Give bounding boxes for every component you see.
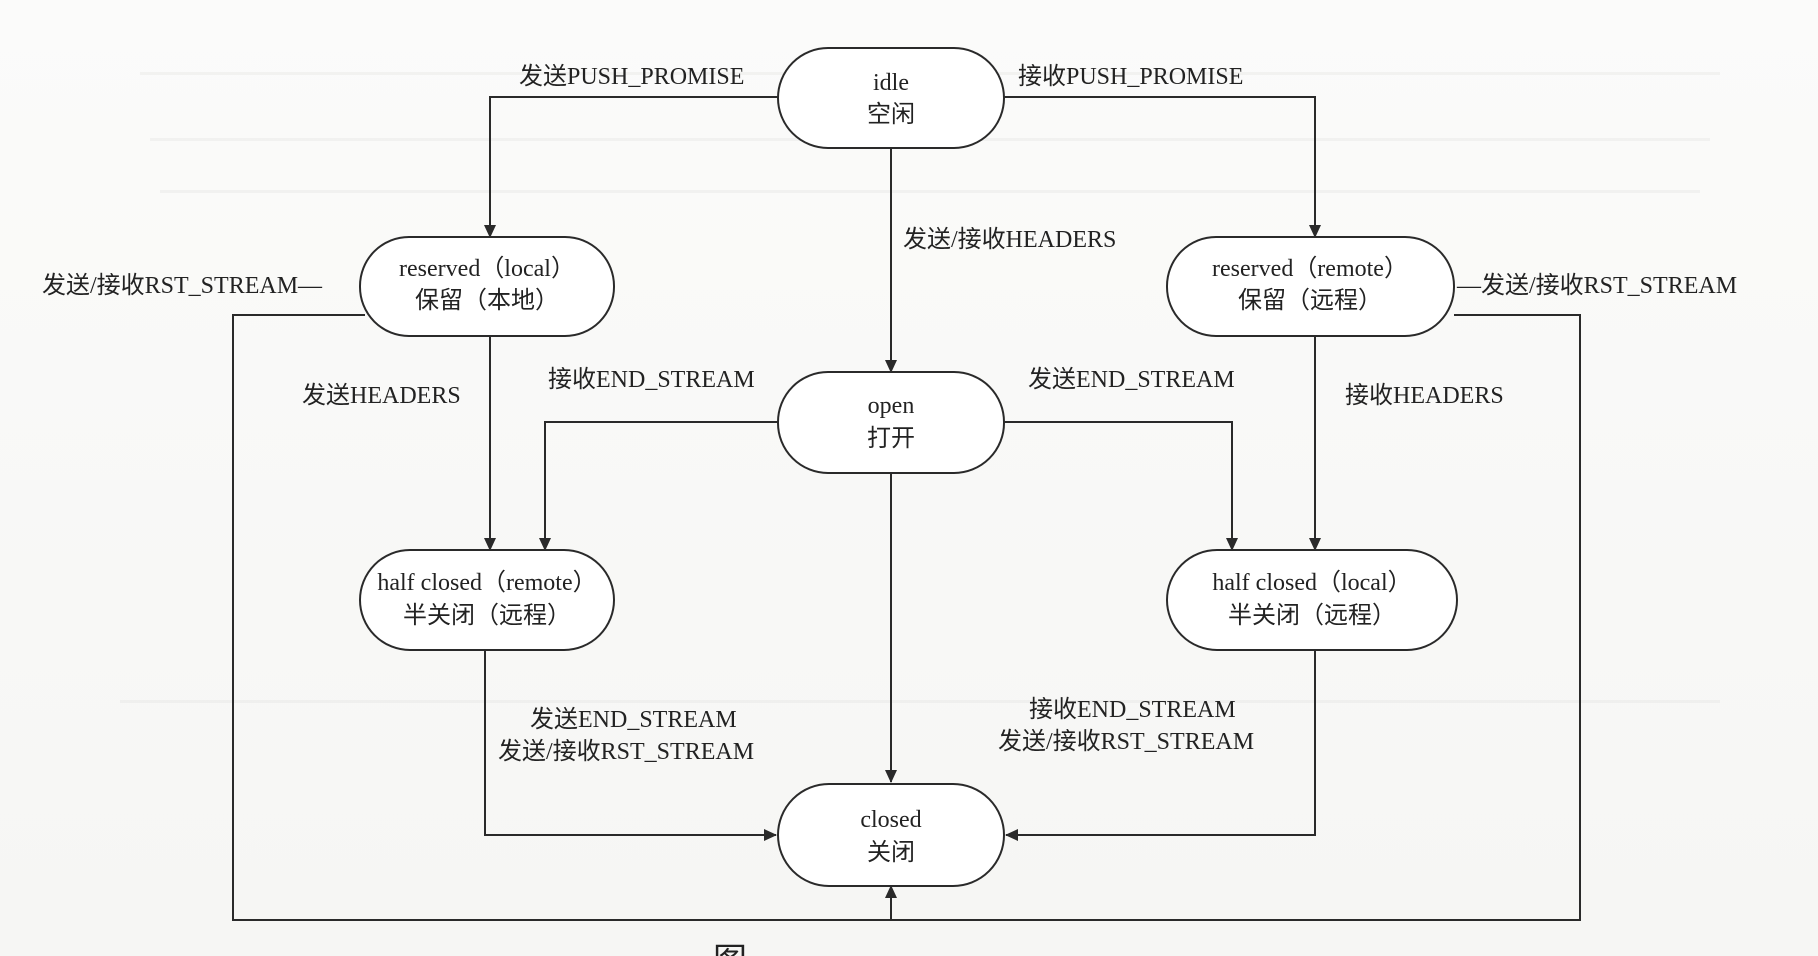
state-closed-label: closed (860, 807, 921, 833)
edge-labels: 发送PUSH_PROMISE 接收PUSH_PROMISE 发送/接收HEADE… (42, 63, 1737, 765)
edge-label-hcr-rst-stream: 发送/接收RST_STREAM (498, 738, 754, 765)
edge-label-send-push-promise: 发送PUSH_PROMISE (519, 63, 744, 90)
edge-label-recv-push-promise: 接收PUSH_PROMISE (1018, 63, 1243, 90)
state-reserved-remote-sublabel: 保留（远程） (1238, 287, 1382, 314)
state-open-label: open (868, 393, 915, 419)
edge-reserved-local-rst-to-closed (232, 314, 897, 921)
edge-label-recv-headers: 接收HEADERS (1345, 382, 1504, 409)
state-half-closed-local: half closed（local） 半关闭（远程） (1166, 549, 1458, 651)
state-open: open 打开 (777, 371, 1005, 474)
edge-label-rst-left: 发送/接收RST_STREAM— (42, 272, 323, 299)
edge-open-to-half-closed-remote (539, 421, 778, 551)
edges (232, 96, 1581, 921)
edge-idle-to-reserved-remote (1004, 96, 1321, 238)
state-half-closed-remote: half closed（remote） 半关闭（远程） (359, 549, 615, 651)
edge-label-send-headers: 发送HEADERS (302, 382, 461, 409)
edge-label-hcr-send-end-stream: 发送END_STREAM (530, 706, 737, 733)
state-reserved-remote-label: reserved（remote） (1212, 256, 1408, 282)
edge-label-hcl-recv-end-stream: 接收END_STREAM (1029, 696, 1236, 723)
state-closed: closed 关闭 (777, 783, 1005, 887)
state-idle-sublabel: 空闲 (867, 101, 915, 128)
state-reserved-local-sublabel: 保留（本地） (415, 287, 559, 314)
state-reserved-remote: reserved（remote） 保留（远程） (1166, 236, 1455, 337)
edge-open-to-half-closed-local (1004, 421, 1238, 551)
edge-label-rst-right: —发送/接收RST_STREAM (1456, 272, 1737, 299)
edge-label-recv-end-stream: 接收END_STREAM (548, 366, 755, 393)
state-open-sublabel: 打开 (867, 425, 915, 452)
edge-reserved-remote-rst-to-closed (891, 314, 1581, 921)
state-half-closed-local-label: half closed（local） (1212, 570, 1411, 596)
state-idle: idle 空闲 (777, 47, 1005, 149)
edge-half-closed-remote-to-closed (484, 650, 777, 841)
bleed-through-line (120, 700, 1720, 703)
figure-caption: 图 (713, 943, 747, 956)
edge-label-hcl-rst-stream: 发送/接收RST_STREAM (998, 728, 1254, 755)
state-half-closed-remote-sublabel: 半关闭（远程） (403, 602, 571, 629)
edge-idle-to-reserved-local (484, 96, 778, 238)
edge-half-closed-local-to-closed (1005, 650, 1316, 841)
edge-label-send-end-stream: 发送END_STREAM (1028, 366, 1235, 393)
state-half-closed-local-sublabel: 半关闭（远程） (1228, 602, 1396, 629)
bleed-through-line (160, 190, 1700, 193)
state-closed-sublabel: 关闭 (867, 839, 915, 866)
state-reserved-local-label: reserved（local） (399, 256, 575, 282)
state-reserved-local: reserved（local） 保留（本地） (359, 236, 615, 337)
edge-label-send-recv-headers: 发送/接收HEADERS (903, 226, 1116, 253)
state-idle-label: idle (873, 70, 909, 96)
state-half-closed-remote-label: half closed（remote） (377, 570, 596, 596)
